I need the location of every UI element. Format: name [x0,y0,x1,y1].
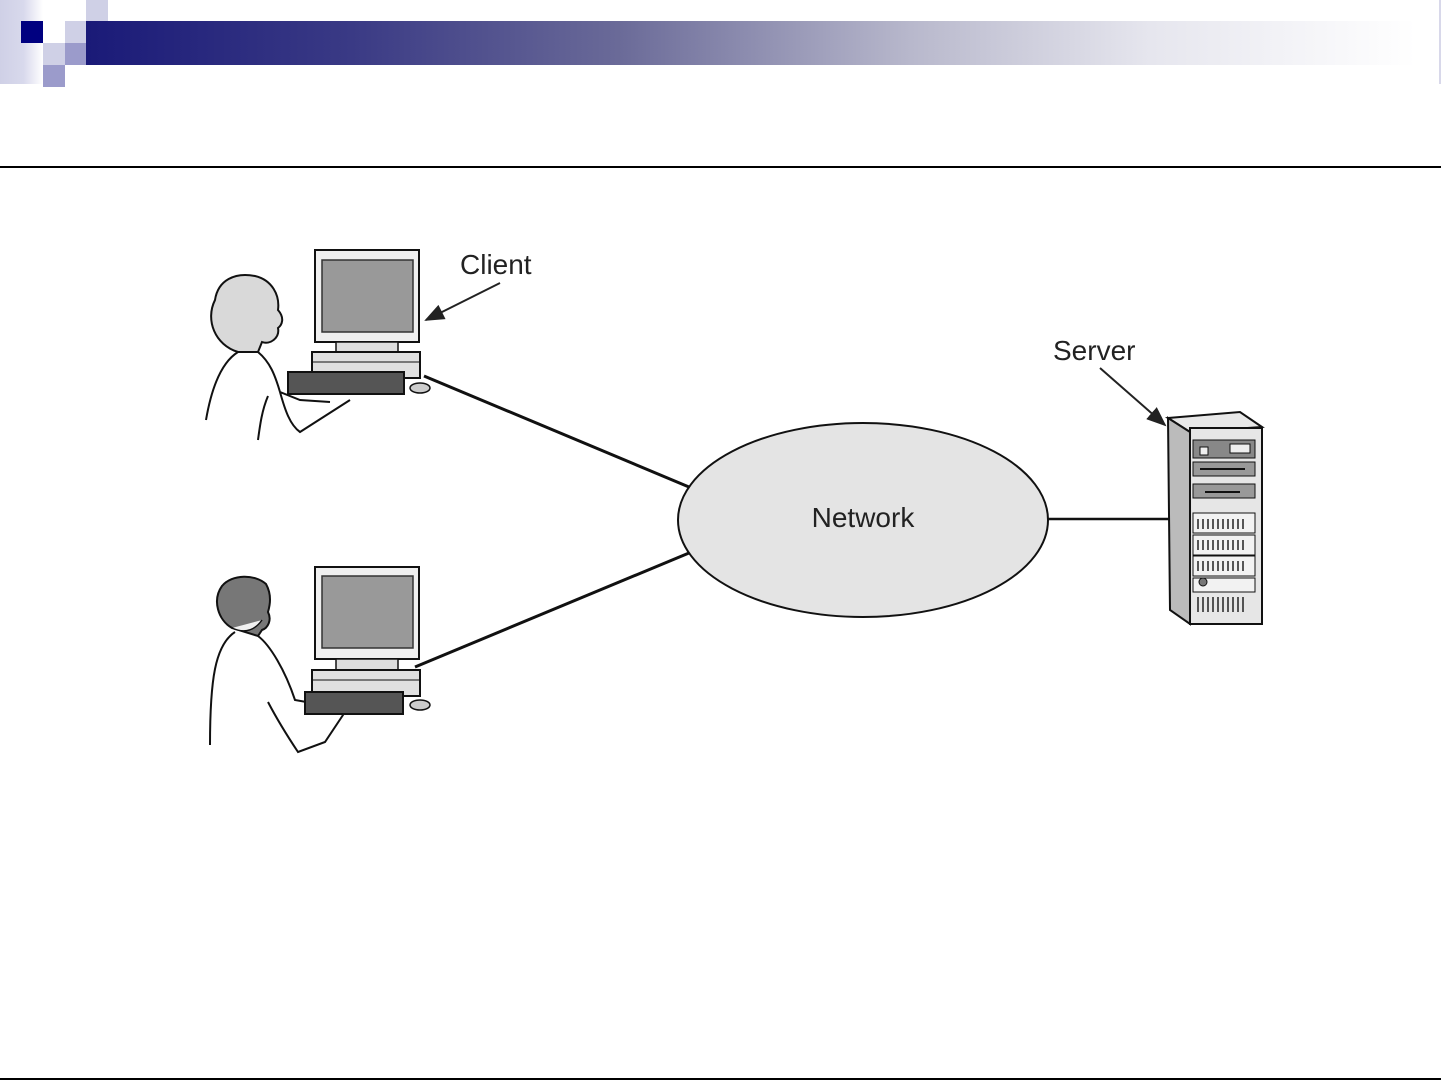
computer-icon [305,567,430,714]
server-pointer-arrow [1100,368,1165,425]
computer-icon [288,250,430,394]
network-label: Network [812,502,916,533]
connection-client1-network [424,376,689,487]
server-node: Server [1053,335,1262,624]
server-tower-icon [1168,412,1262,624]
client-pointer-arrow [426,283,500,320]
client-label: Client [460,249,532,280]
client-workstation-1 [206,250,430,440]
network-node: Network [678,423,1048,617]
connection-client2-network [415,553,689,667]
server-label: Server [1053,335,1135,366]
client-workstation-2 [210,567,430,752]
